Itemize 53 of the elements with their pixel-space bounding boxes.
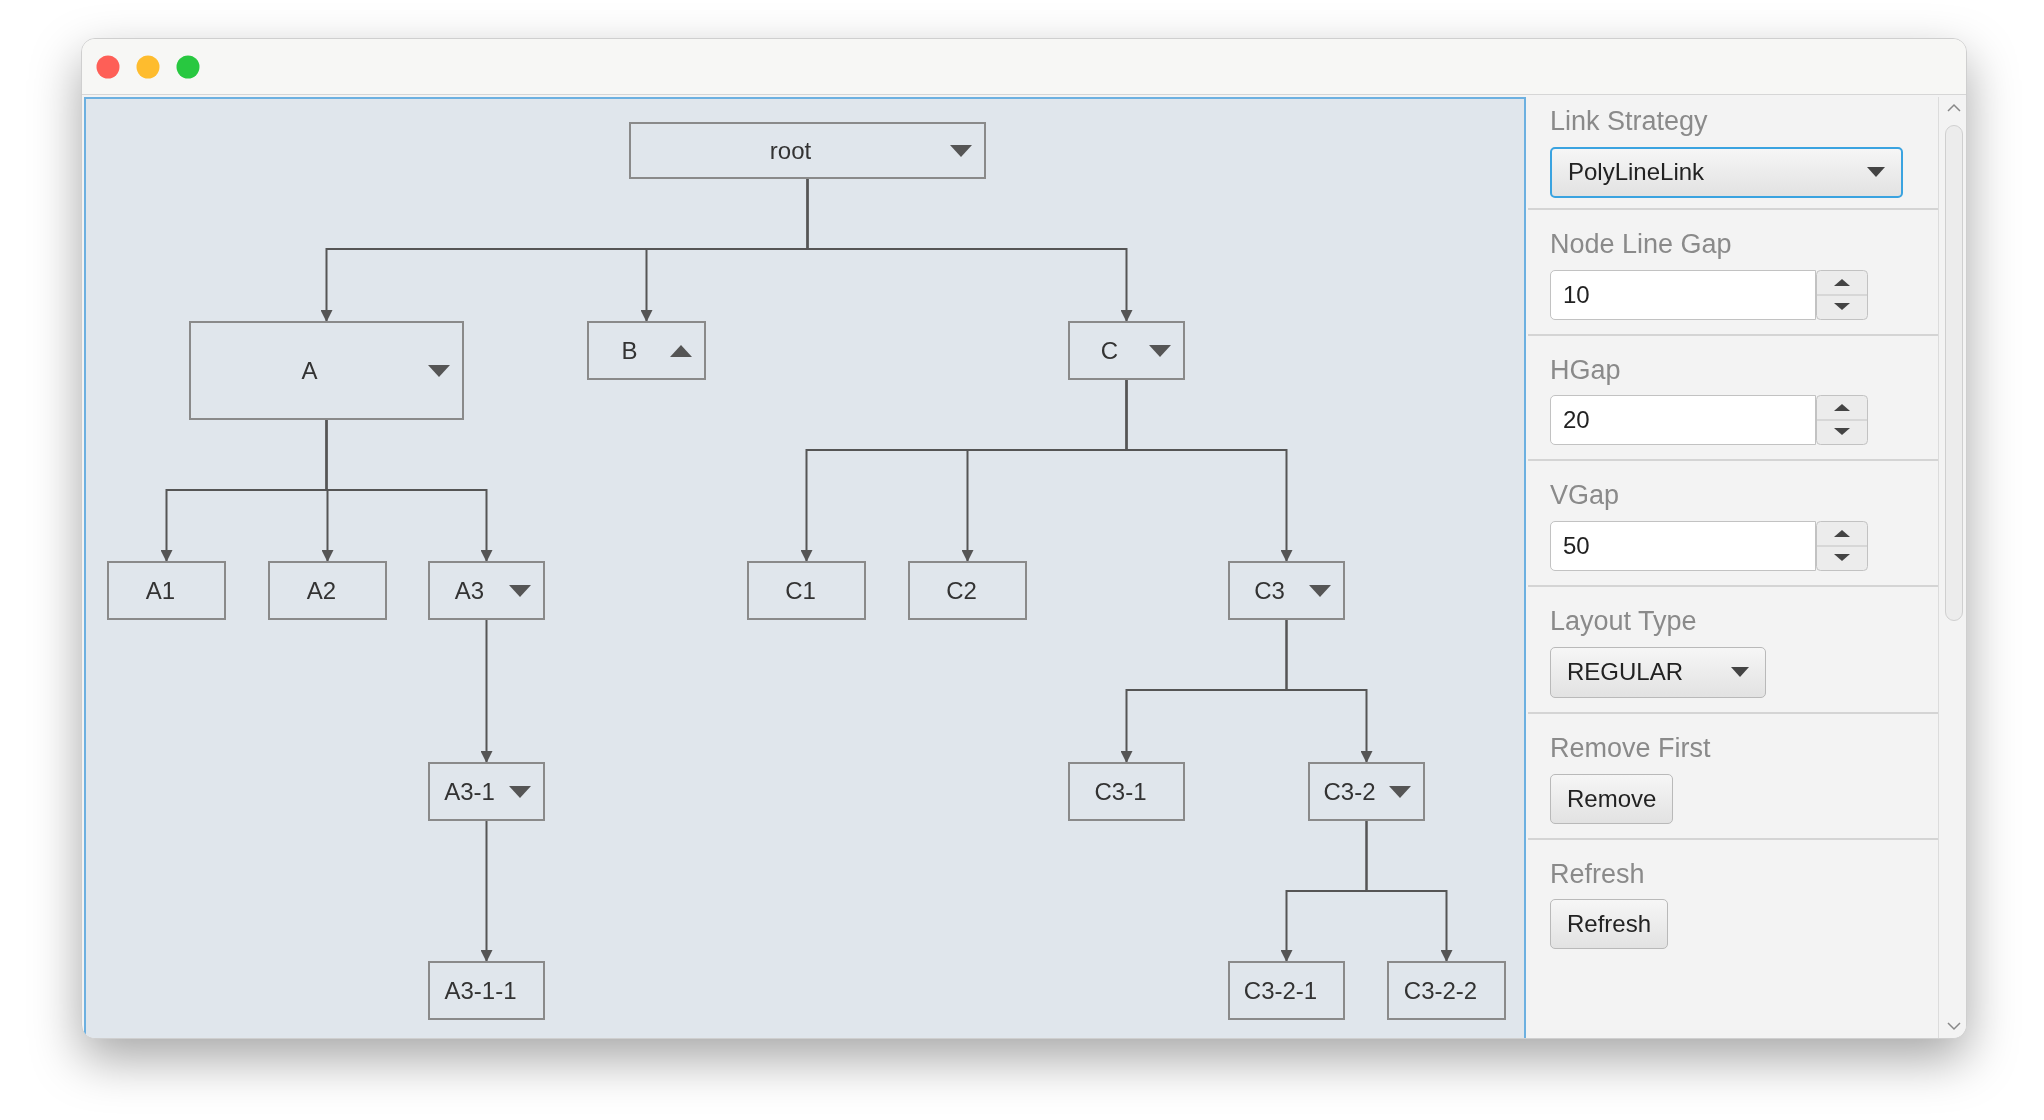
tree-node: [1228, 561, 1345, 620]
node-label: A3-1: [443, 776, 496, 807]
node-label: C2: [945, 575, 978, 606]
tree-node: [1308, 762, 1425, 821]
tree-node: [629, 122, 986, 179]
connector-arrow: [480, 820, 493, 962]
node-label: C: [1099, 335, 1120, 366]
dropdown: PolyLineLink: [1550, 146, 1903, 198]
node-label: A2: [305, 575, 338, 606]
connector-arrow: [806, 178, 1133, 322]
connector-arrow: [1125, 379, 1293, 562]
button: Refresh: [1550, 899, 1669, 950]
tree-node: [428, 961, 545, 1020]
tree-node: [1068, 321, 1185, 380]
node-label: A1: [144, 575, 177, 606]
connector-arrow: [325, 419, 493, 562]
node-label: A: [300, 355, 319, 386]
number-field: 50: [1550, 521, 1816, 571]
number-field: 10: [1550, 269, 1816, 320]
tree-node: [428, 762, 545, 821]
connector-arrow: [480, 619, 493, 763]
node-label: C1: [784, 575, 817, 606]
tree-node: [107, 561, 226, 620]
section-heading: HGap: [1550, 353, 1622, 387]
section-heading: Remove First: [1550, 731, 1712, 765]
number-field: 20: [1550, 395, 1816, 446]
dropdown: REGULAR: [1550, 646, 1766, 698]
node-label: B: [620, 335, 639, 366]
section-heading: Link Strategy: [1550, 105, 1709, 138]
node-label: C3-2-1: [1242, 975, 1319, 1006]
section-heading: Layout Type: [1550, 605, 1698, 638]
connector-arrow: [1365, 820, 1453, 962]
node-label: C3-2-2: [1402, 975, 1479, 1006]
tree-node: [1068, 762, 1185, 821]
button: Remove: [1550, 773, 1674, 824]
node-label: C3-1: [1093, 776, 1148, 807]
tree-node: [189, 321, 464, 420]
tree-node: [1228, 961, 1345, 1020]
tree-node: [268, 561, 387, 620]
section-heading: Refresh: [1550, 857, 1646, 891]
tree-node: [587, 321, 706, 380]
tree-node: [1387, 961, 1506, 1020]
node-label: A3-1-1: [443, 975, 518, 1006]
section-heading: Node Line Gap: [1550, 227, 1733, 261]
tree-node: [428, 561, 545, 620]
node-label: A3: [453, 575, 486, 606]
section-heading: VGap: [1550, 479, 1621, 513]
node-label: root: [768, 135, 813, 166]
tree-node: [908, 561, 1027, 620]
node-label: C3: [1253, 575, 1286, 606]
node-label: C3-2: [1322, 776, 1377, 807]
connector-arrow: [1285, 619, 1373, 763]
tree-node: [747, 561, 866, 620]
